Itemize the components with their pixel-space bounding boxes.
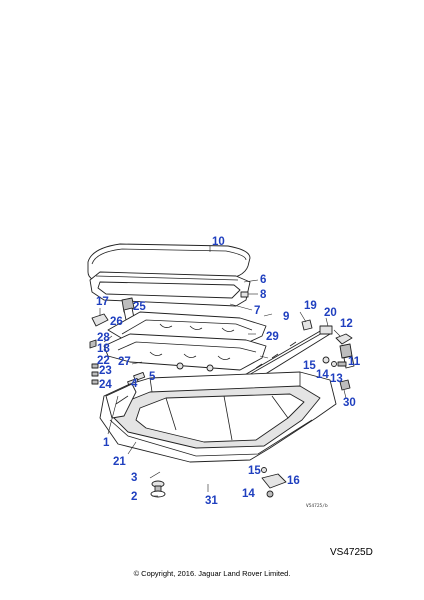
- callout-7: 7: [254, 305, 260, 317]
- callout-20: 20: [324, 307, 337, 319]
- callout-16: 16: [287, 475, 300, 487]
- bolt-cluster-right: [322, 356, 347, 367]
- callout-13: 13: [330, 373, 343, 385]
- callout-1: 1: [103, 437, 110, 449]
- callout-14-right: 14: [316, 369, 329, 381]
- copyright-notice: © Copyright, 2016. Jaguar Land Rover Lim…: [133, 569, 291, 578]
- sunroof-frame-tray: [99, 371, 337, 463]
- callout-10: 10: [212, 236, 225, 248]
- callout-2: 2: [131, 491, 137, 503]
- callout-26: 26: [110, 316, 123, 328]
- bracket-part-19: [301, 319, 313, 331]
- callout-6: 6: [260, 274, 266, 286]
- screw-part-18: [89, 339, 97, 349]
- callout-15-bottom: 15: [248, 465, 261, 477]
- callout-5: 5: [149, 371, 156, 383]
- fixings-left: [91, 363, 99, 385]
- clip-part-8: [240, 291, 258, 298]
- callout-31: 31: [205, 495, 218, 507]
- callout-25: 25: [133, 301, 146, 313]
- callout-28: 28: [97, 332, 110, 344]
- callout-9: 9: [283, 311, 289, 323]
- callout-30: 30: [343, 397, 356, 409]
- front-rail: [105, 383, 137, 419]
- callout-14-bottom: 14: [242, 488, 255, 500]
- callout-8: 8: [260, 289, 267, 301]
- callout-19: 19: [304, 300, 317, 312]
- callout-23: 23: [99, 365, 112, 377]
- frame-panel-lower: [103, 333, 267, 372]
- glass-seal-frame: [89, 271, 251, 307]
- callout-15-right: 15: [303, 360, 316, 372]
- inner-illustration-code: V54725/b: [306, 503, 328, 509]
- callout-4: 4: [131, 378, 138, 390]
- clip-part-30: [339, 379, 351, 391]
- bracket-part-17: [91, 308, 109, 327]
- callout-21: 21: [113, 456, 126, 468]
- callout-11: 11: [348, 356, 361, 368]
- leader-lines: [103, 246, 347, 497]
- callout-labels: 10 6 8 17 25 19 20 7 9 26 12 28 29 18 22…: [96, 236, 361, 507]
- callout-18: 18: [97, 343, 110, 355]
- pad-part-3: [150, 480, 166, 498]
- block-part-11: [339, 343, 355, 369]
- leader-7: [229, 303, 253, 311]
- bracket-part-12: [335, 333, 353, 345]
- bracket-part-16: [261, 467, 287, 498]
- callout-27: 27: [118, 356, 131, 368]
- callout-12: 12: [340, 318, 353, 330]
- callout-17: 17: [96, 296, 109, 308]
- callout-24: 24: [99, 379, 112, 391]
- callout-29: 29: [266, 331, 279, 343]
- callout-3: 3: [131, 472, 137, 484]
- callout-22: 22: [97, 355, 110, 367]
- reference-code: VS4725D: [330, 547, 373, 558]
